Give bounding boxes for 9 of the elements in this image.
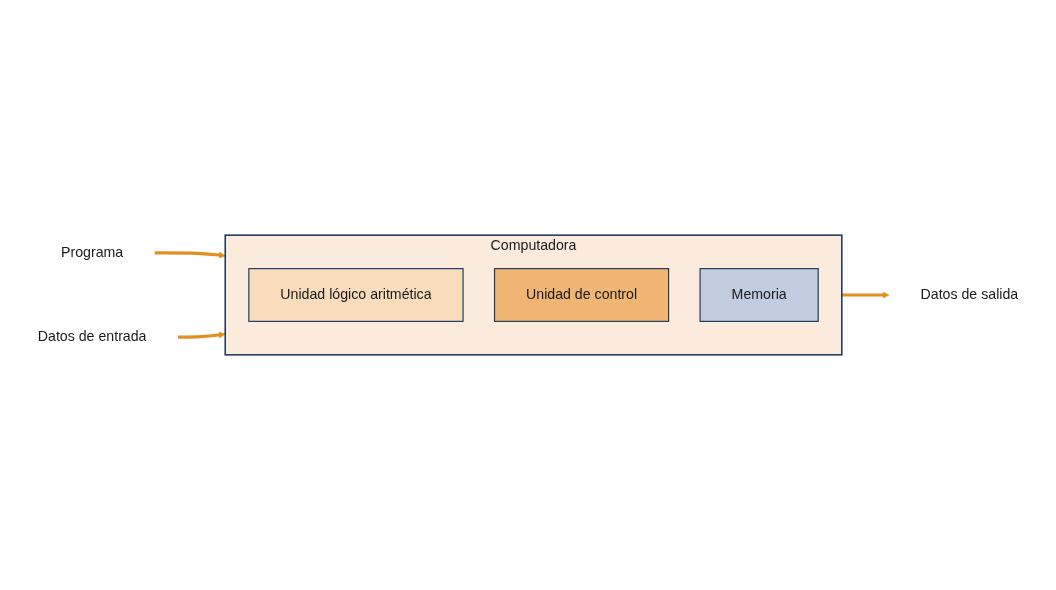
- node-text: Programa: [61, 244, 124, 261]
- node-text: Datos de salida: [920, 286, 1019, 303]
- node-box: Unidad lógico aritmética: [248, 268, 464, 322]
- node-box: Unidad de control: [493, 268, 670, 322]
- node-box: Memoria: [699, 268, 819, 322]
- node-text: Datos de entrada: [37, 328, 147, 345]
- arrow: [841, 291, 890, 299]
- arrow: [154, 251, 226, 259]
- arrow: [178, 331, 226, 339]
